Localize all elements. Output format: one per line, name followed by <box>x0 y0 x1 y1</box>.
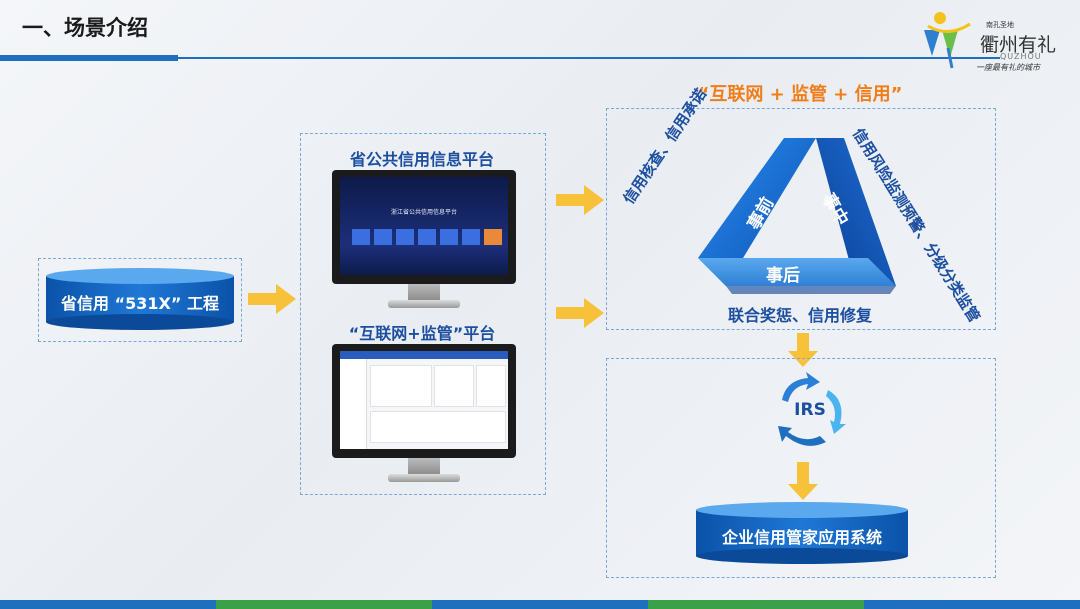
screen-title: 浙江省公共信用信息平台 <box>340 207 508 216</box>
triangle-title: “互联网 + 监管 + 信用” <box>606 80 994 106</box>
logo-mark-icon <box>918 8 978 70</box>
logo: 南孔圣地 衢州有礼 QUZHOU 一座最有礼的城市 <box>918 8 1068 78</box>
logo-pinyin: QUZHOU <box>1000 52 1042 61</box>
after-label: 事后 <box>766 261 800 286</box>
page-title: 一、场景介绍 <box>22 12 148 42</box>
footer-color-bar <box>0 600 1080 609</box>
platform1-title: 省公共信用信息平台 <box>300 146 544 170</box>
label-credit-system: 企业信用管家应用系统 <box>696 524 908 548</box>
irs-label: IRS <box>768 400 852 420</box>
monitor-supervision-platform <box>332 344 516 488</box>
arrow-down-icon <box>788 462 818 500</box>
label-531x: 省信用 “531X” 工程 <box>46 290 234 314</box>
bottom-label: 联合奖惩、信用修复 <box>606 302 994 326</box>
arrow-right-icon <box>556 298 604 328</box>
cylinder-531x: 省信用 “531X” 工程 <box>46 268 234 330</box>
cylinder-credit-system: 企业信用管家应用系统 <box>696 502 908 564</box>
arrow-right-icon <box>556 185 604 215</box>
logo-small-top: 南孔圣地 <box>986 20 1014 30</box>
platform2-title: “互联网+监管”平台 <box>300 320 544 344</box>
monitor-credit-platform: 浙江省公共信用信息平台 <box>332 170 516 314</box>
arrow-right-icon <box>248 284 296 314</box>
title-underline <box>0 56 1000 59</box>
logo-slogan: 一座最有礼的城市 <box>976 62 1040 73</box>
